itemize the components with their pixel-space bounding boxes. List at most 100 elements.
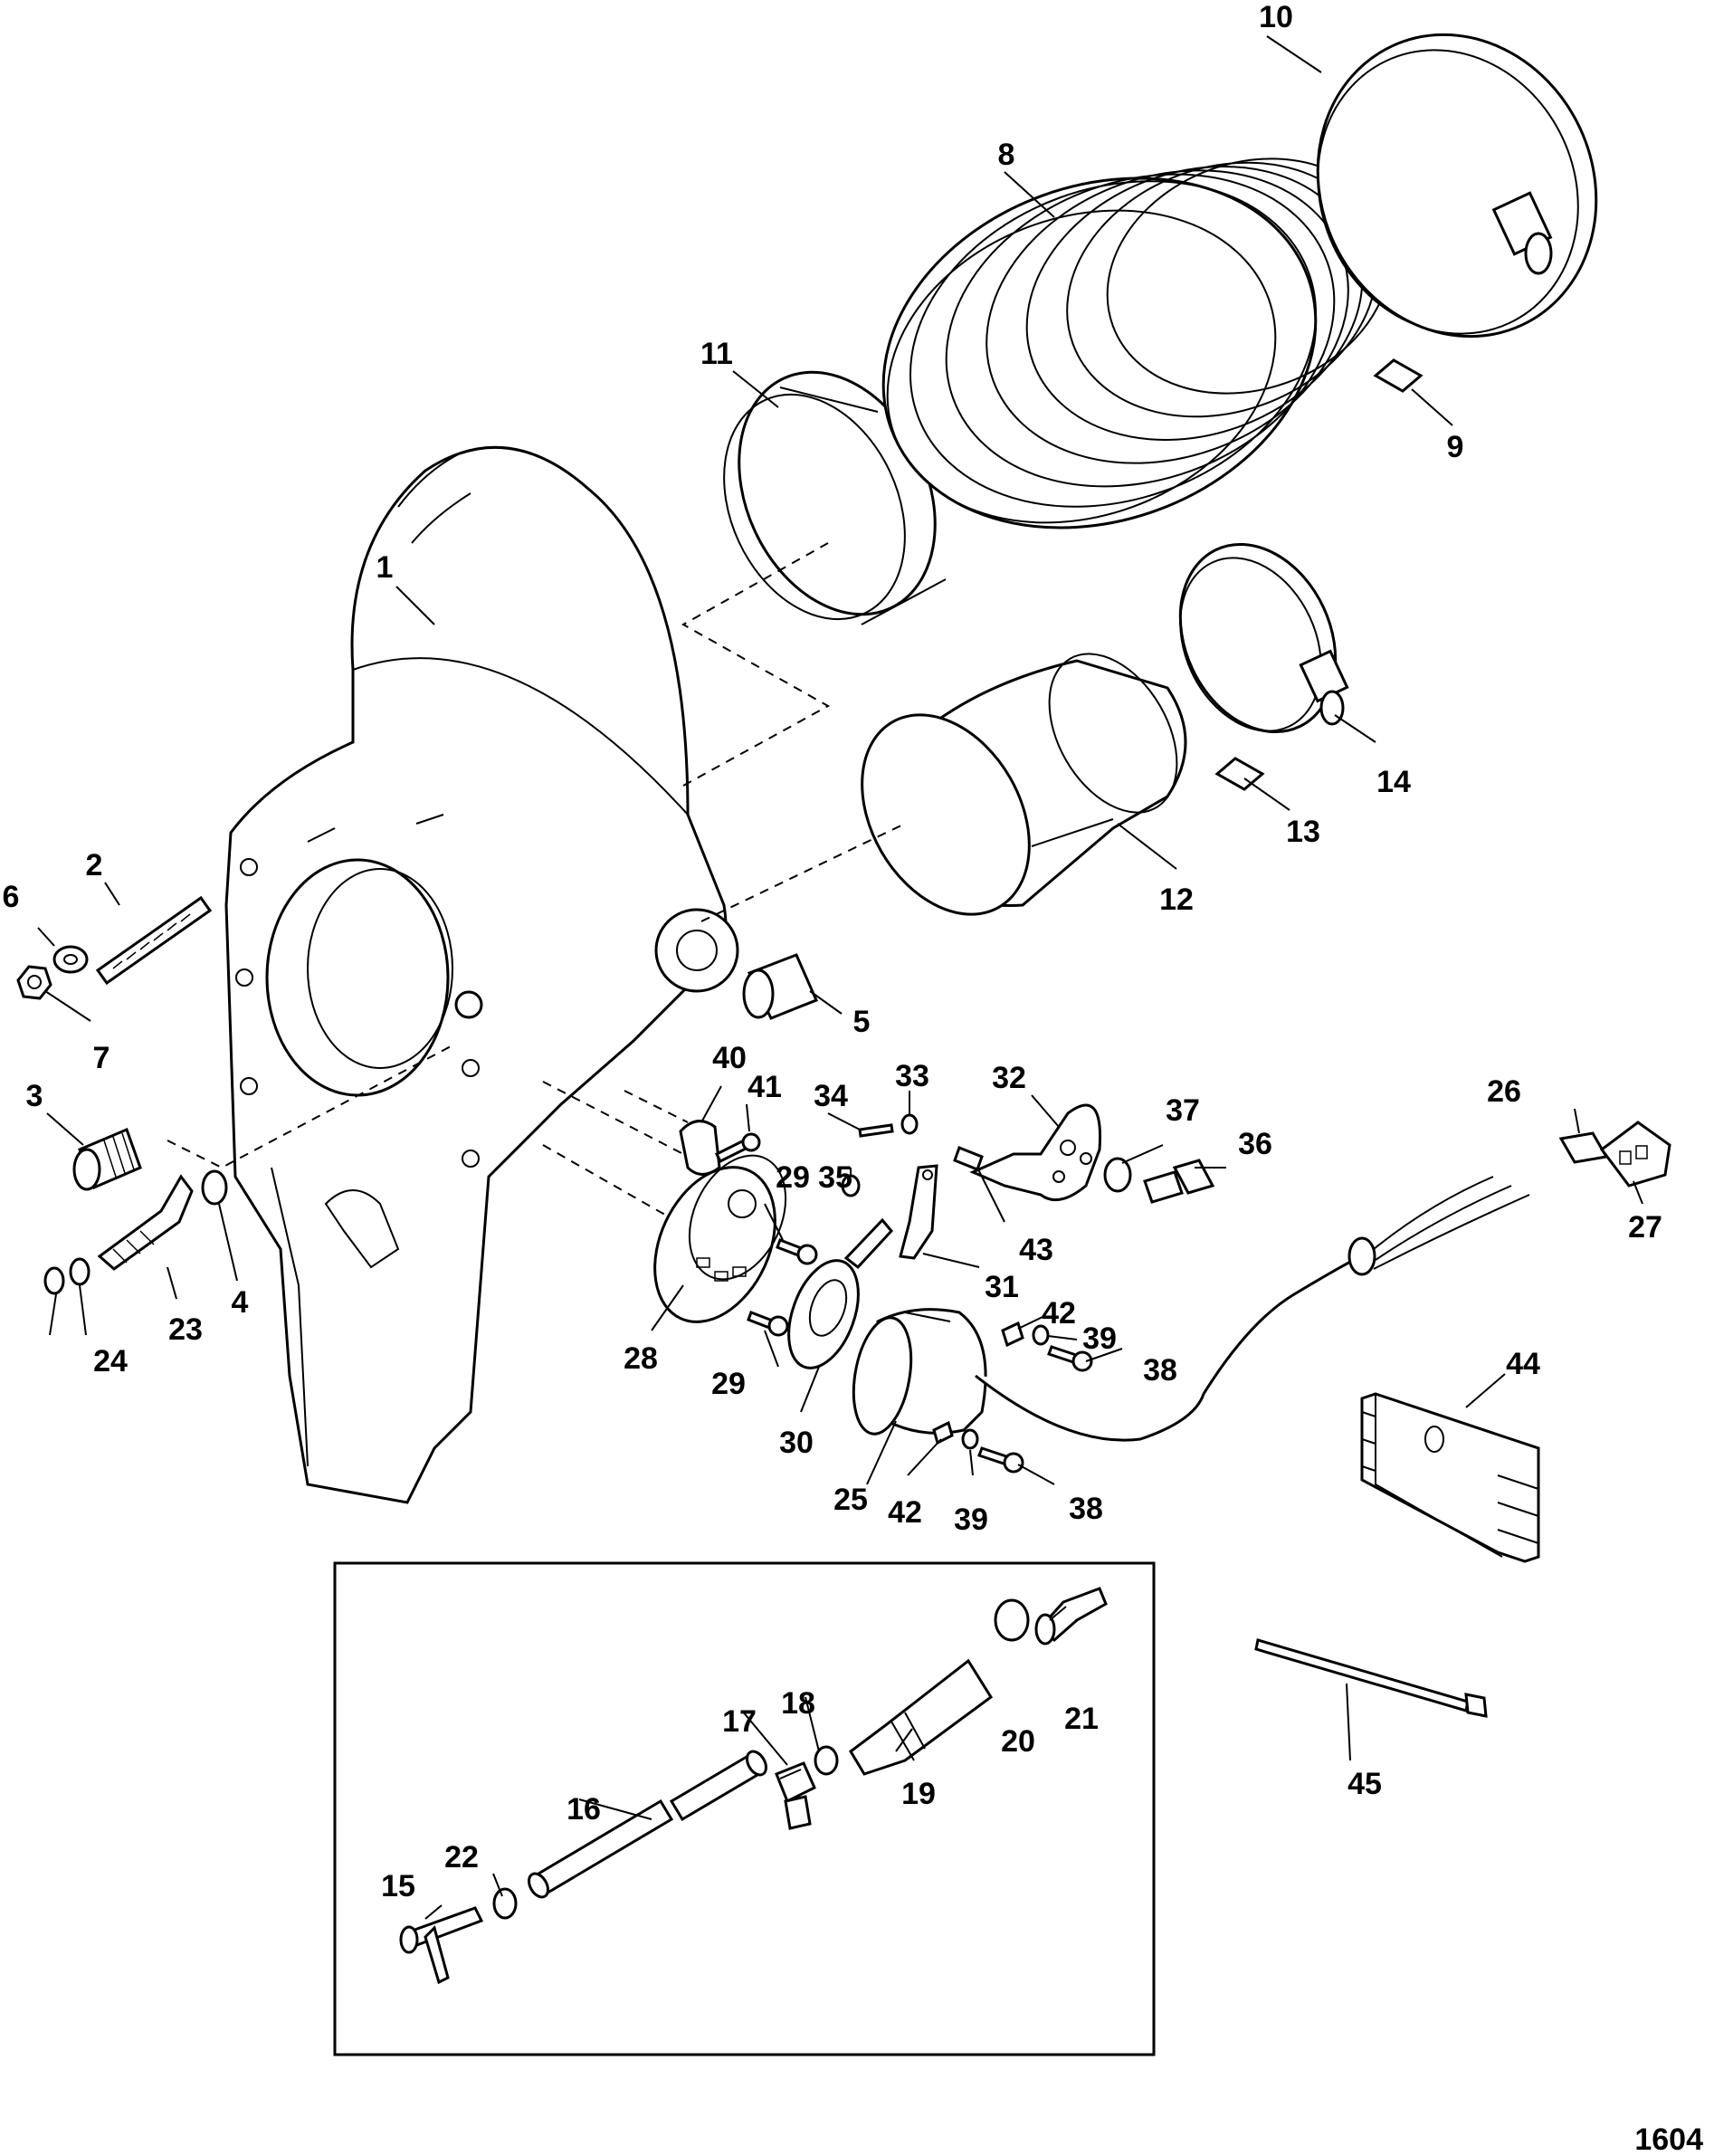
clip-part-13	[1214, 757, 1265, 791]
washer-part-39a	[1032, 1324, 1050, 1346]
callout-24: 24	[93, 1344, 128, 1379]
connector-part-27	[1599, 1121, 1671, 1188]
callout-18: 18	[781, 1686, 815, 1721]
exhaust-tube-part-11	[723, 370, 947, 625]
callout-11: 11	[700, 337, 733, 371]
valve-part-17	[775, 1761, 816, 1830]
callout-16: 16	[567, 1792, 601, 1827]
washer-part-6	[52, 945, 89, 974]
stud-part-2	[95, 895, 213, 986]
bushing-part-5	[742, 953, 818, 1020]
lever-part-31	[899, 1164, 938, 1260]
o-ring-part-4	[201, 1169, 228, 1206]
callout-29a: 29	[776, 1160, 810, 1195]
callout-23: 23	[168, 1312, 203, 1347]
callout-40: 40	[712, 1041, 747, 1075]
exhaust-sleeve-part-12	[861, 653, 1187, 916]
o-rings-part-24	[43, 1257, 90, 1295]
bracket-part-44	[1360, 1392, 1540, 1563]
callout-3: 3	[26, 1079, 43, 1113]
callout-2: 2	[86, 848, 103, 882]
washer-part-39b	[961, 1428, 979, 1450]
callout-42a: 42	[1042, 1296, 1076, 1331]
callout-30: 30	[779, 1426, 814, 1460]
callout-31: 31	[985, 1270, 1019, 1304]
callout-12: 12	[1159, 882, 1194, 917]
callout-44: 44	[1506, 1347, 1540, 1381]
pin-part-34	[858, 1123, 894, 1138]
callout-4: 4	[232, 1285, 249, 1320]
rotor-part-30	[787, 1217, 893, 1369]
clamp-part-22	[492, 1887, 518, 1920]
callout-7: 7	[93, 1041, 110, 1075]
callout-34: 34	[814, 1079, 848, 1113]
callout-25: 25	[833, 1483, 868, 1517]
screw-part-29a	[776, 1238, 818, 1265]
callout-43: 43	[1019, 1233, 1053, 1267]
fitting-part-19	[849, 1658, 994, 1776]
clamp-part-18	[814, 1745, 839, 1776]
washer-part-37	[1103, 1157, 1132, 1193]
callout-36: 36	[1238, 1127, 1272, 1161]
cable-tie-part-45	[1254, 1638, 1488, 1718]
callout-28: 28	[624, 1341, 658, 1376]
callout-27: 27	[1628, 1210, 1662, 1245]
leader-lines	[37, 35, 1643, 1920]
callout-39b: 39	[954, 1503, 988, 1537]
bell-housing-part-1	[224, 445, 739, 1504]
callout-21: 21	[1064, 1702, 1099, 1736]
callout-20: 20	[1001, 1724, 1035, 1759]
hose-clamp-part-14	[1178, 542, 1349, 734]
callout-13: 13	[1286, 815, 1320, 849]
callout-5: 5	[853, 1005, 871, 1039]
callout-19: 19	[901, 1777, 936, 1811]
spacer-part-43	[953, 1146, 984, 1171]
retainer-part-40	[679, 1120, 721, 1176]
callout-37: 37	[1166, 1093, 1200, 1128]
callout-38a: 38	[1143, 1353, 1177, 1388]
assembly-dashed-lines	[167, 542, 906, 1218]
callout-10: 10	[1259, 0, 1293, 34]
inset-frame	[333, 1561, 1156, 2056]
callout-6: 6	[3, 880, 20, 914]
screw-part-38a	[1047, 1345, 1093, 1372]
screw-part-41	[714, 1132, 761, 1164]
clip-part-42b	[932, 1420, 954, 1445]
connector-part-26	[1558, 1131, 1609, 1164]
sensor-part-23	[97, 1174, 194, 1271]
bolt-part-36	[1143, 1159, 1215, 1204]
callout-41: 41	[747, 1070, 782, 1104]
callout-14: 14	[1376, 765, 1411, 799]
washer-part-33	[900, 1113, 919, 1135]
fitting-part-21	[1034, 1587, 1108, 1646]
plate-part-32	[969, 1103, 1102, 1202]
nut-part-7	[16, 965, 52, 1000]
callout-labels: 1 2 3 4 5 6 7 8 9 10 11 12 13 14 15 16 1…	[3, 0, 1662, 1903]
exhaust-bellows-part-8	[881, 157, 1392, 529]
screw-part-38b	[977, 1446, 1024, 1474]
callout-45: 45	[1347, 1767, 1382, 1801]
callout-22: 22	[444, 1840, 479, 1875]
bracket-part-28	[653, 1154, 787, 1323]
trim-sender-part-25	[852, 1308, 987, 1436]
callout-35: 35	[818, 1160, 852, 1195]
callout-15: 15	[381, 1869, 415, 1903]
screw-part-29b	[747, 1311, 789, 1337]
callout-26: 26	[1487, 1074, 1521, 1109]
clip-part-9	[1373, 358, 1424, 393]
clip-part-42a	[1001, 1321, 1024, 1348]
callout-42b: 42	[888, 1495, 922, 1530]
fitting-part-3	[72, 1127, 142, 1191]
callout-9: 9	[1447, 430, 1464, 464]
callout-32: 32	[992, 1061, 1026, 1095]
callout-29b: 29	[711, 1367, 746, 1401]
fitting-part-15	[399, 1906, 484, 1985]
callout-8: 8	[998, 138, 1015, 172]
callout-38b: 38	[1069, 1492, 1103, 1526]
callout-1: 1	[376, 550, 394, 585]
callout-39a: 39	[1082, 1321, 1117, 1356]
callout-17: 17	[722, 1704, 757, 1739]
wiring-harness	[975, 1176, 1530, 1442]
hose-part-16	[528, 1750, 767, 1899]
